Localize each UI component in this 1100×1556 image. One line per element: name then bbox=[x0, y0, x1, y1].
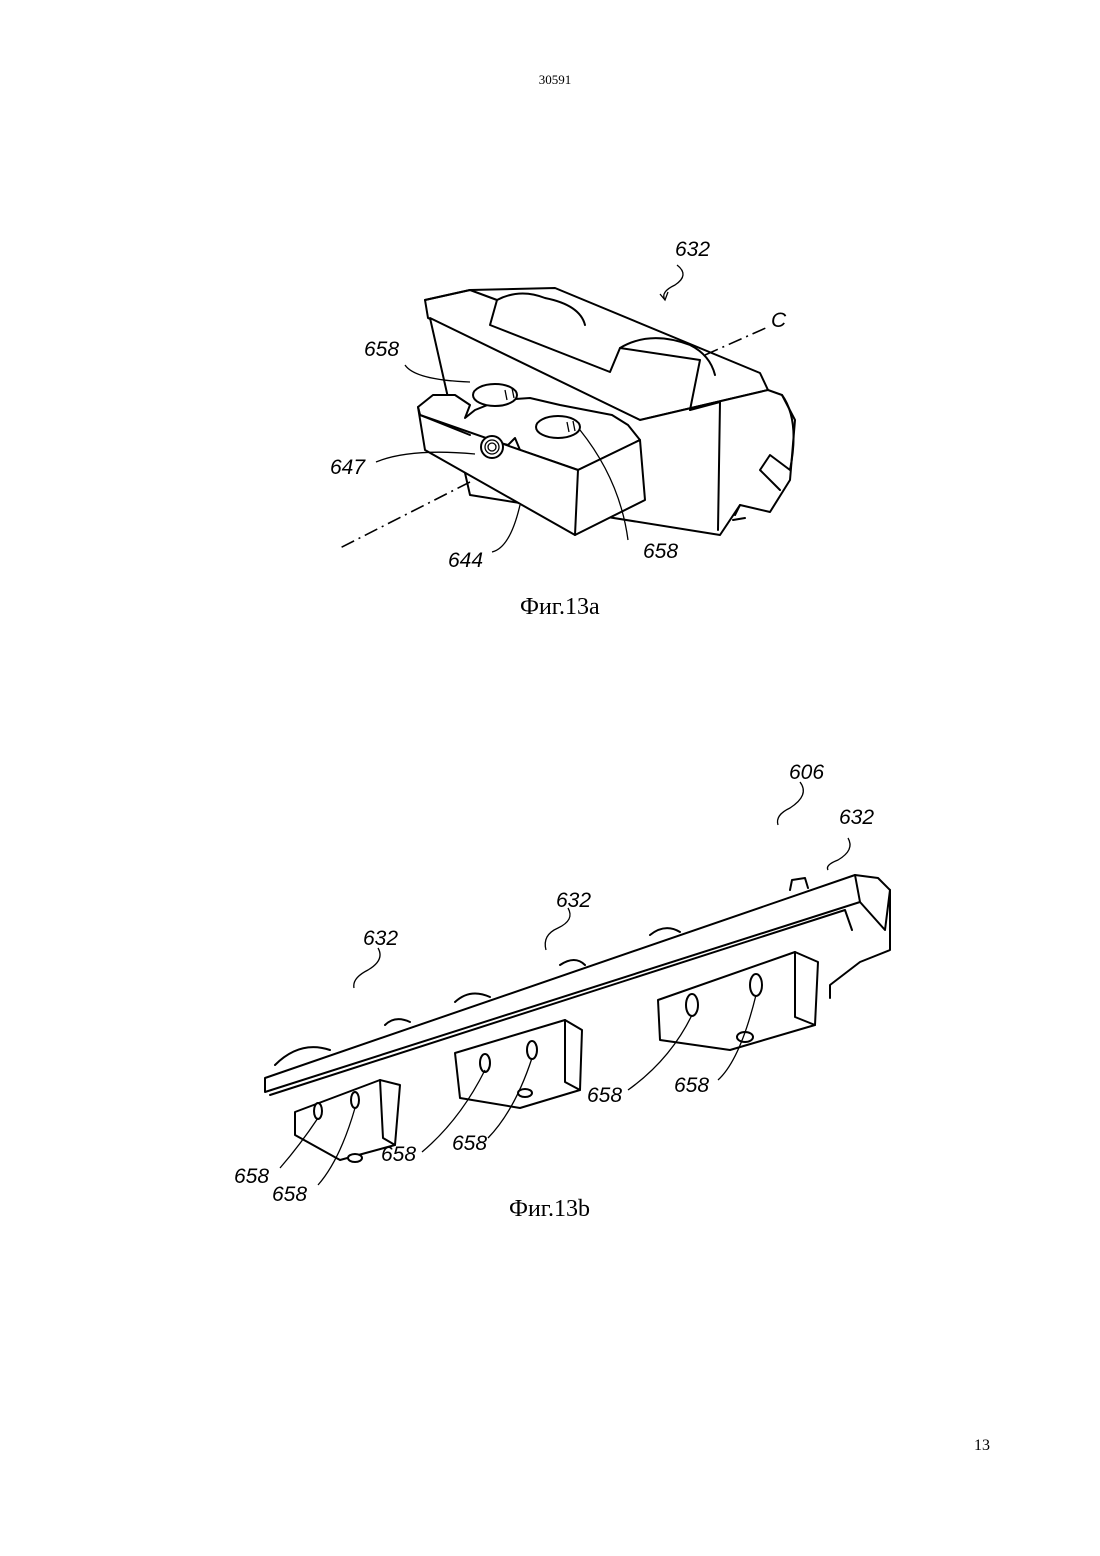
figure-13a-caption: Фиг.13a bbox=[520, 594, 600, 621]
label-658-right: 658 bbox=[643, 540, 678, 563]
label-647: 647 bbox=[330, 456, 366, 479]
hole-658-left bbox=[473, 384, 517, 406]
figure-13a-drawing: 632 C 658 647 658 644 bbox=[0, 0, 1100, 600]
axis-line-c bbox=[705, 327, 768, 355]
label-606: 606 bbox=[789, 761, 824, 784]
threaded-hole-647 bbox=[481, 436, 503, 458]
label-658-left-b: 658 bbox=[272, 1183, 307, 1206]
label-632: 632 bbox=[675, 238, 710, 261]
label-632-middle: 632 bbox=[556, 889, 591, 912]
label-658-left-a: 658 bbox=[234, 1165, 269, 1188]
figure-13b-caption: Фиг.13b bbox=[509, 1196, 590, 1223]
block-right bbox=[658, 952, 818, 1050]
label-658-right-b: 658 bbox=[674, 1074, 709, 1097]
label-c: C bbox=[771, 309, 787, 332]
label-632-left: 632 bbox=[363, 927, 398, 950]
figure-13b-drawing: 606 632 632 632 658 658 658 658 658 658 bbox=[0, 740, 1100, 1240]
page-number: 13 bbox=[974, 1437, 990, 1455]
block-middle bbox=[455, 1020, 582, 1108]
label-658-right-a: 658 bbox=[587, 1084, 622, 1107]
label-644: 644 bbox=[448, 549, 483, 572]
label-632-right: 632 bbox=[839, 806, 874, 829]
hole-658-right bbox=[536, 416, 580, 438]
label-658-mid-a: 658 bbox=[381, 1143, 416, 1166]
label-658-mid-b: 658 bbox=[452, 1132, 487, 1155]
label-658-left: 658 bbox=[364, 338, 399, 361]
axis-line-c-front bbox=[340, 482, 470, 548]
